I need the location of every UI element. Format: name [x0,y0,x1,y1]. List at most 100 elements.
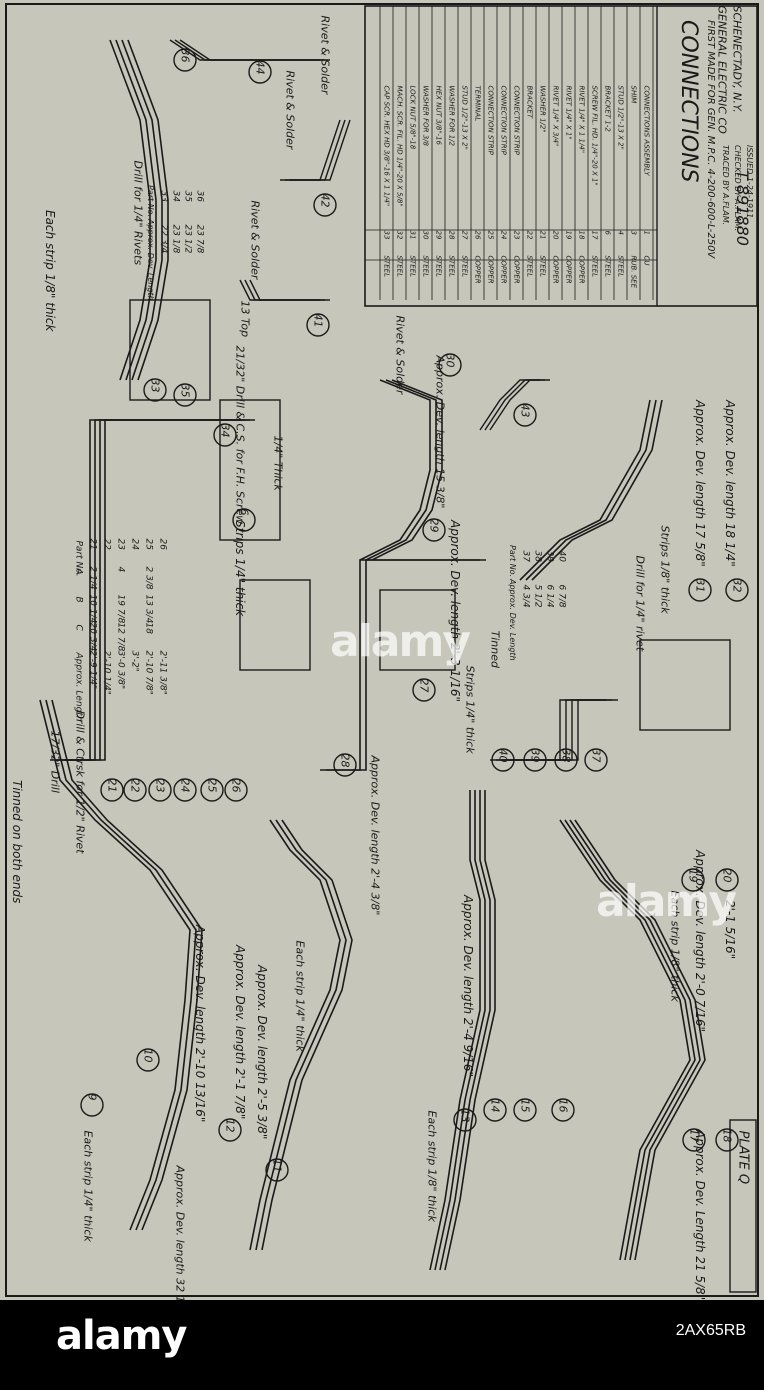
bom-material: STEEL [447,255,456,277]
part-number-circle [148,778,172,802]
drawing-number: T 891880 [733,170,752,246]
strip-31-32 [525,399,657,581]
dev-length-13: Approx. Dev. length 2'-4 9/16" [461,895,475,1078]
part-number-label: 37 [589,748,603,762]
part-number-circle [173,778,197,802]
part-number-circle [143,378,167,402]
part-number-label: 35 [178,383,192,397]
note-tinned-short: Tinned [488,630,502,668]
company-name: GENERAL ELECTRIC CO [715,5,729,134]
bom-material: RUB. SEE [629,255,638,288]
bom-material: COPPER [473,255,482,284]
note-drill-rivet-31: Drill for 1/4" rivet [633,555,647,651]
bom-description: HEX NUT 3/8"-16 [434,85,443,145]
brand-logo[interactable]: alamy [56,1313,187,1359]
table-37-cell: 6 7/8 [556,584,567,608]
strip-9-10 [39,699,191,1231]
table-37-cell: 6 1/4 [544,584,555,608]
bom-description: BRACKET 1-2 [603,85,612,132]
part-number-circle [232,508,256,532]
part-number-circle [218,1118,242,1142]
note-drill: 17/32" Drill [48,730,62,793]
table-abc-cell: 2'-9 1/4" [87,650,98,689]
part-number-label: 22 [128,778,142,792]
strip-17-20 [559,819,691,1261]
brand-bar [0,1300,764,1390]
part-number-label: 9 [85,1093,99,1100]
part-number-label: 33 [148,378,162,392]
bom-material: COPPER [551,255,560,284]
part-number-label: 34 [218,423,232,437]
part-number-circle [453,1108,477,1132]
strip-33-36 [121,39,163,381]
strip-11-12 [261,819,353,1251]
bom-description: CONNECTIONS ASSEMBLY [642,85,651,176]
bom-material: STEEL [421,255,430,277]
bom-description: STUD 1/2"-13 X 2" [460,85,469,150]
strip-31-32 [519,399,651,581]
block-6-view [239,579,311,671]
note-strips-27: Strips 1/4" thick [463,665,477,754]
part-number-circle [265,1158,289,1182]
table-abc-cell: 26 [157,538,168,550]
dev-length-12: Approx. Dev. length 2'-5 3/8" [255,965,269,1140]
part-number-circle [136,1048,160,1072]
part-number-label: 38 [559,748,573,762]
bom-description: CONNECTION STRIP [486,85,495,155]
detail-41 [249,279,330,301]
note-each-strip-13: Each strip 1/8" thick [425,1110,439,1222]
bom-description: SCREW FIL. HD. 1/4"-20 X 1" [590,85,599,186]
note-top: 13 Top [238,300,252,337]
bom-material: STEEL [538,255,547,277]
note-rivet-solder-30: Rivet & Solder [393,315,407,394]
bom-material: STEEL [382,255,391,277]
part-number-label: 26 [229,778,243,792]
strip-31-32 [531,399,663,581]
detail-42 [290,119,351,181]
block-27-view [379,589,456,671]
bom-description: CAP SCR. HEX HD 3/8"-16 X 1 1/4" [382,85,391,206]
sheet-border [5,3,759,1297]
strip-17-20 [569,819,701,1261]
strip-33-36 [127,39,169,381]
note-drill-rivets: Drill for 1/4" Rivets [131,160,145,265]
strip-11-12 [249,819,341,1251]
part-number-circle [715,1128,739,1152]
part-number-label: 10 [141,1048,155,1062]
bom-material: COPPER [486,255,495,284]
part-number-circle [688,578,712,602]
bom-material: STEEL [434,255,443,277]
part-number-label: 11 [270,1158,284,1172]
bom-description: BRACKET [525,85,534,118]
watermark-text: alamy [596,876,737,927]
dev-length-11: Approx. Dev. length 2'-1 7/8" [233,945,247,1120]
note-each-strip-33: Each strip 1/8" thick [43,210,57,332]
part-number-circle [523,748,547,772]
table-abc-cell: 2'-10 1/4" [101,650,112,695]
table-abc-cell: 2'-10 7/8" [143,650,154,695]
table-37-header: Approx. Dev. Length [508,579,517,661]
part-number-circle [682,1128,706,1152]
bom-material: STEEL [590,255,599,277]
table-abc-cell: 3'-0 3/8" [115,650,126,689]
strip-13-16 [434,790,486,1271]
part-number-circle [551,1098,575,1122]
bom-material: STEEL [395,255,404,277]
drawing-subtitle: FIRST MADE FOR GEN. M.P.C. 4-200-600-L-2… [705,20,716,259]
note-tinned: Tinned on both ends [10,780,24,904]
note-rivet-solder-42: Rivet & Solder [283,70,297,149]
table-33-header: Approx. Dev. Length [146,219,155,301]
note-strips-31: Strips 1/8" thick [658,525,672,614]
part-number-label: 23 [153,778,167,792]
bom-description: RIVET 1/4" X 3/4" [551,85,560,146]
detail-44 [169,39,320,61]
table-33-cell: 23 1/8 [170,224,181,253]
bom-description: WASHER FOR 3/8 [421,85,430,146]
part-number-circle [725,578,749,602]
part-number-circle [584,748,608,772]
part-number-circle [224,778,248,802]
detail-43 [489,379,550,431]
bom-description: LOCK NUT 5/8"-18 [408,85,417,149]
table-37-cell: 4 3/4 [520,584,531,608]
part-number-circle [213,423,237,447]
